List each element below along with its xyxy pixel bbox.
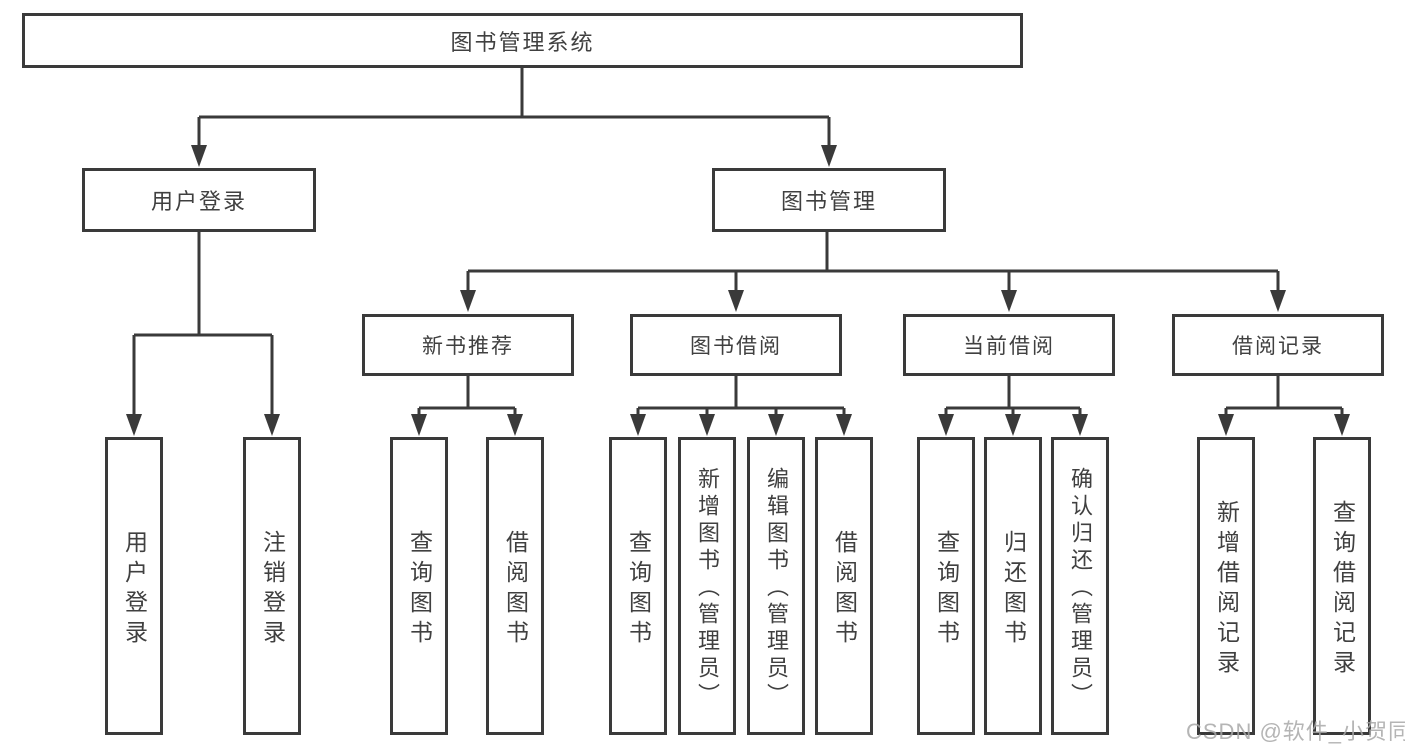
leaf-query-book-3-label: 查询图书 <box>933 529 960 650</box>
leaf-return-book-label: 归还图书 <box>1000 529 1027 650</box>
leaf-query-book-2: 查询图书 <box>609 437 667 735</box>
leaf-query-book-2-label: 查询图书 <box>625 529 652 650</box>
leaf-add-book-admin: 新增图书（管理员） <box>678 437 736 735</box>
leaf-query-borrow-record-label: 查询借阅记录 <box>1329 499 1356 680</box>
node-current-borrow: 当前借阅 <box>903 314 1115 376</box>
node-user-login: 用户登录 <box>82 168 316 232</box>
node-book-borrow: 图书借阅 <box>630 314 842 376</box>
leaf-confirm-return-admin-label: 确认归还（管理员） <box>1068 467 1093 710</box>
leaf-query-borrow-record: 查询借阅记录 <box>1313 437 1371 735</box>
leaf-confirm-return-admin: 确认归还（管理员） <box>1051 437 1109 735</box>
leaf-user-login: 用户登录 <box>105 437 163 735</box>
leaf-logout: 注销登录 <box>243 437 301 735</box>
leaf-borrow-book-2: 借阅图书 <box>815 437 873 735</box>
leaf-edit-book-admin-label: 编辑图书（管理员） <box>764 467 789 710</box>
leaf-borrow-book-2-label: 借阅图书 <box>831 529 858 650</box>
leaf-return-book: 归还图书 <box>984 437 1042 735</box>
node-borrow-records: 借阅记录 <box>1172 314 1384 376</box>
arrowheads <box>126 145 1350 436</box>
leaf-add-book-admin-label: 新增图书（管理员） <box>695 467 720 710</box>
leaf-logout-label: 注销登录 <box>259 529 286 650</box>
leaf-query-book-1-label: 查询图书 <box>406 529 433 650</box>
leaf-query-book-3: 查询图书 <box>917 437 975 735</box>
csdn-watermark: CSDN @软件_小贺同学 <box>1186 719 1405 744</box>
leaf-add-borrow-record-label: 新增借阅记录 <box>1213 499 1240 680</box>
leaf-borrow-book-1-label: 借阅图书 <box>502 529 529 650</box>
leaf-edit-book-admin: 编辑图书（管理员） <box>747 437 805 735</box>
leaf-query-book-1: 查询图书 <box>390 437 448 735</box>
node-library-management-system: 图书管理系统 <box>22 13 1023 68</box>
node-book-management: 图书管理 <box>712 168 946 232</box>
leaf-user-login-label: 用户登录 <box>121 529 148 650</box>
node-new-book-recommend: 新书推荐 <box>362 314 574 376</box>
leaf-add-borrow-record: 新增借阅记录 <box>1197 437 1255 735</box>
leaf-borrow-book-1: 借阅图书 <box>486 437 544 735</box>
